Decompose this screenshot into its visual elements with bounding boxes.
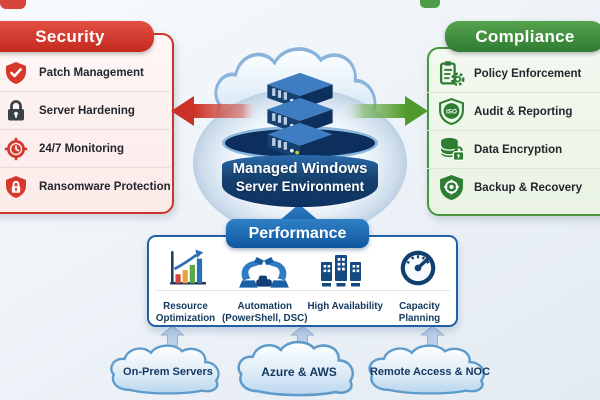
shield-lock-icon (2, 173, 30, 201)
security-header: Security (0, 21, 154, 52)
arrow-up-icon (160, 326, 185, 346)
top-left-red-fragment (0, 0, 26, 9)
growth-bar-chart-icon (166, 245, 208, 289)
compliance-item-label: Backup & Recovery (474, 181, 583, 194)
arrow-up-icon (290, 326, 315, 346)
performance-item-label: High Availability (307, 301, 383, 312)
security-title: Security (35, 26, 105, 46)
cloud-label: On-Prem Servers (123, 366, 213, 378)
buildings-icon (318, 245, 364, 289)
cloud-label: Remote Access & NOC (369, 366, 491, 378)
iso-badge-text: ISO (445, 109, 456, 116)
cloud-on-prem-servers: On-Prem Servers (106, 342, 230, 396)
center-title: Managed Windows Server Environment (222, 160, 378, 196)
arrow-right-compliance (340, 96, 428, 126)
center-title-line1: Managed Windows (232, 160, 368, 177)
clipboard-gear-icon (437, 60, 465, 88)
compliance-item-label: Audit & Reporting (474, 105, 573, 118)
compliance-item-label: Policy Enforcement (474, 67, 582, 80)
platform-cylinder-body (222, 155, 378, 207)
compliance-header: Compliance (445, 21, 600, 52)
iso-badge-icon: ISO (437, 98, 465, 126)
arrow-left-security (171, 96, 259, 126)
cloud-label: Azure & AWS (261, 365, 337, 379)
divider (155, 290, 450, 291)
center-title-line2: Server Environment (235, 178, 365, 194)
security-item-label: Patch Management (39, 66, 144, 79)
list-item: Server Hardening (0, 92, 170, 130)
performance-item-label: Automation(PowerShell, DSC) (222, 301, 308, 324)
cloud-azure-aws: Azure & AWS (233, 338, 365, 398)
shield-recovery-icon (437, 174, 465, 202)
list-item: ISO Audit & Reporting (427, 93, 600, 131)
arrow-up-icon (420, 326, 445, 346)
gauge-icon (397, 245, 439, 289)
list-item: Backup & Recovery (427, 169, 600, 206)
performance-header: Performance (226, 219, 369, 248)
list-item (379, 245, 456, 289)
security-item-label: Ransomware Protection (39, 180, 171, 193)
compliance-item-label: Data Encryption (474, 143, 563, 156)
cloud-icon (237, 340, 354, 397)
list-item (226, 245, 303, 289)
cloud-icon (110, 344, 220, 395)
list-item: Policy Enforcement (427, 55, 600, 93)
list-item: 24/7 Monitoring (0, 130, 170, 168)
top-green-fragment (420, 0, 440, 8)
security-items: Patch Management Server Hardening 24/7 M… (0, 54, 171, 205)
list-item (149, 245, 226, 289)
server-stack-icon (267, 72, 333, 160)
list-item: Patch Management (0, 54, 170, 92)
shield-check-icon (2, 59, 30, 87)
performance-title: Performance (248, 224, 347, 242)
list-item: Data Encryption (427, 131, 600, 169)
security-item-label: 24/7 Monitoring (39, 142, 124, 155)
monitoring-crosshair-icon (2, 135, 30, 163)
database-lock-icon (437, 136, 465, 164)
robotic-arms-icon (237, 245, 291, 289)
list-item: Ransomware Protection (0, 168, 171, 205)
list-item (303, 245, 380, 289)
compliance-items: Policy Enforcement ISO Audit & Reporting… (427, 55, 600, 206)
padlock-icon (2, 97, 30, 125)
security-item-label: Server Hardening (39, 104, 135, 117)
cloud-icon (368, 344, 485, 395)
compliance-title: Compliance (475, 26, 575, 46)
cloud-remote-access-noc: Remote Access & NOC (364, 342, 496, 396)
